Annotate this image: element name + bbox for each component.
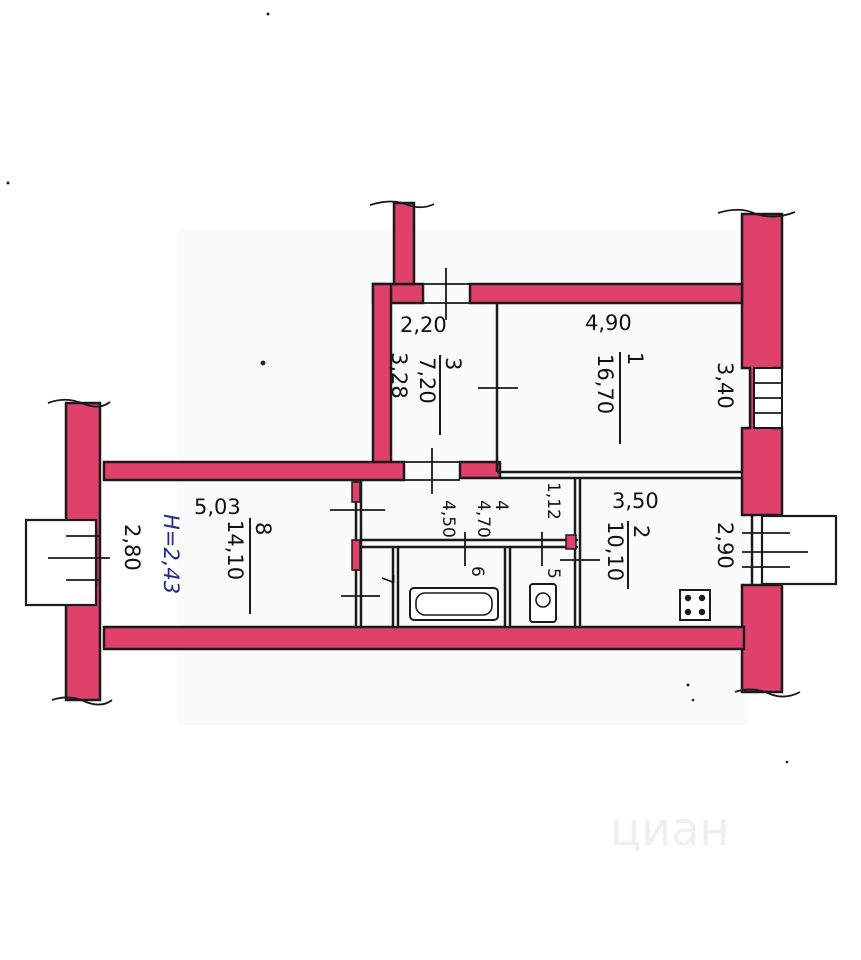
room-8: 5,03 8 14,10 2,80 H=2,43	[120, 495, 275, 614]
room-5-number: 5	[543, 568, 563, 579]
room-2-depth: 2,90	[713, 522, 737, 569]
room-8-number: 8	[251, 522, 275, 535]
top-wall-right	[468, 282, 744, 305]
wall-piece	[565, 534, 577, 550]
room-8-depth: 2,80	[120, 524, 144, 571]
room-3-depth: 3,28	[387, 352, 411, 399]
room-8-width: 5,03	[194, 495, 241, 519]
room-3: 2,20 3 7,20 3,28	[387, 313, 465, 435]
window-icon	[742, 514, 838, 586]
room-5: 1,12 5	[543, 482, 563, 579]
window-icon	[753, 367, 783, 429]
room-2-area: 10,10	[603, 521, 627, 581]
ceiling-height: H=2,43	[159, 514, 183, 594]
room-4-area: 4,70	[473, 500, 493, 538]
walls	[64, 201, 784, 702]
room-1: 4,90 1 16,70 3,40	[585, 311, 737, 444]
room-3-width: 2,20	[400, 313, 447, 337]
wall-break-marks	[47, 200, 801, 706]
room-3-area: 7,20	[415, 357, 439, 404]
room-6-number: 6	[467, 566, 487, 577]
upper-interior-wall	[102, 460, 406, 482]
room-1-number: 1	[623, 352, 647, 365]
stove-icon	[679, 589, 711, 621]
room-5-area: 1,12	[543, 482, 563, 520]
room-4: 4,70 4,50 4	[438, 500, 511, 538]
room-2: 3,50 2 10,10 2,90	[603, 489, 737, 589]
wall-piece	[351, 481, 361, 503]
room-1-depth: 3,40	[713, 362, 737, 409]
watermark: циан	[610, 802, 729, 856]
paper-specks	[6, 12, 789, 764]
room-1-area: 16,70	[593, 354, 617, 414]
toilet-icon	[529, 583, 557, 623]
bathtub-icon	[409, 587, 499, 621]
room-2-number: 2	[629, 525, 653, 538]
room-4-width: 4,50	[438, 500, 458, 538]
room-3-number: 3	[441, 357, 465, 370]
upper-interior-wall-right	[458, 460, 502, 480]
window-icon	[24, 518, 110, 607]
room-4-number: 4	[491, 500, 511, 511]
room-7-number: 7	[377, 574, 397, 585]
top-stub-wall	[392, 201, 416, 286]
room-8-area: 14,10	[223, 520, 247, 580]
bottom-wall	[102, 625, 746, 651]
right-exterior-wall	[740, 212, 784, 694]
wall-piece	[351, 539, 361, 571]
room-2-width: 3,50	[612, 489, 659, 513]
door-markers	[330, 268, 600, 597]
room-1-width: 4,90	[585, 311, 632, 335]
